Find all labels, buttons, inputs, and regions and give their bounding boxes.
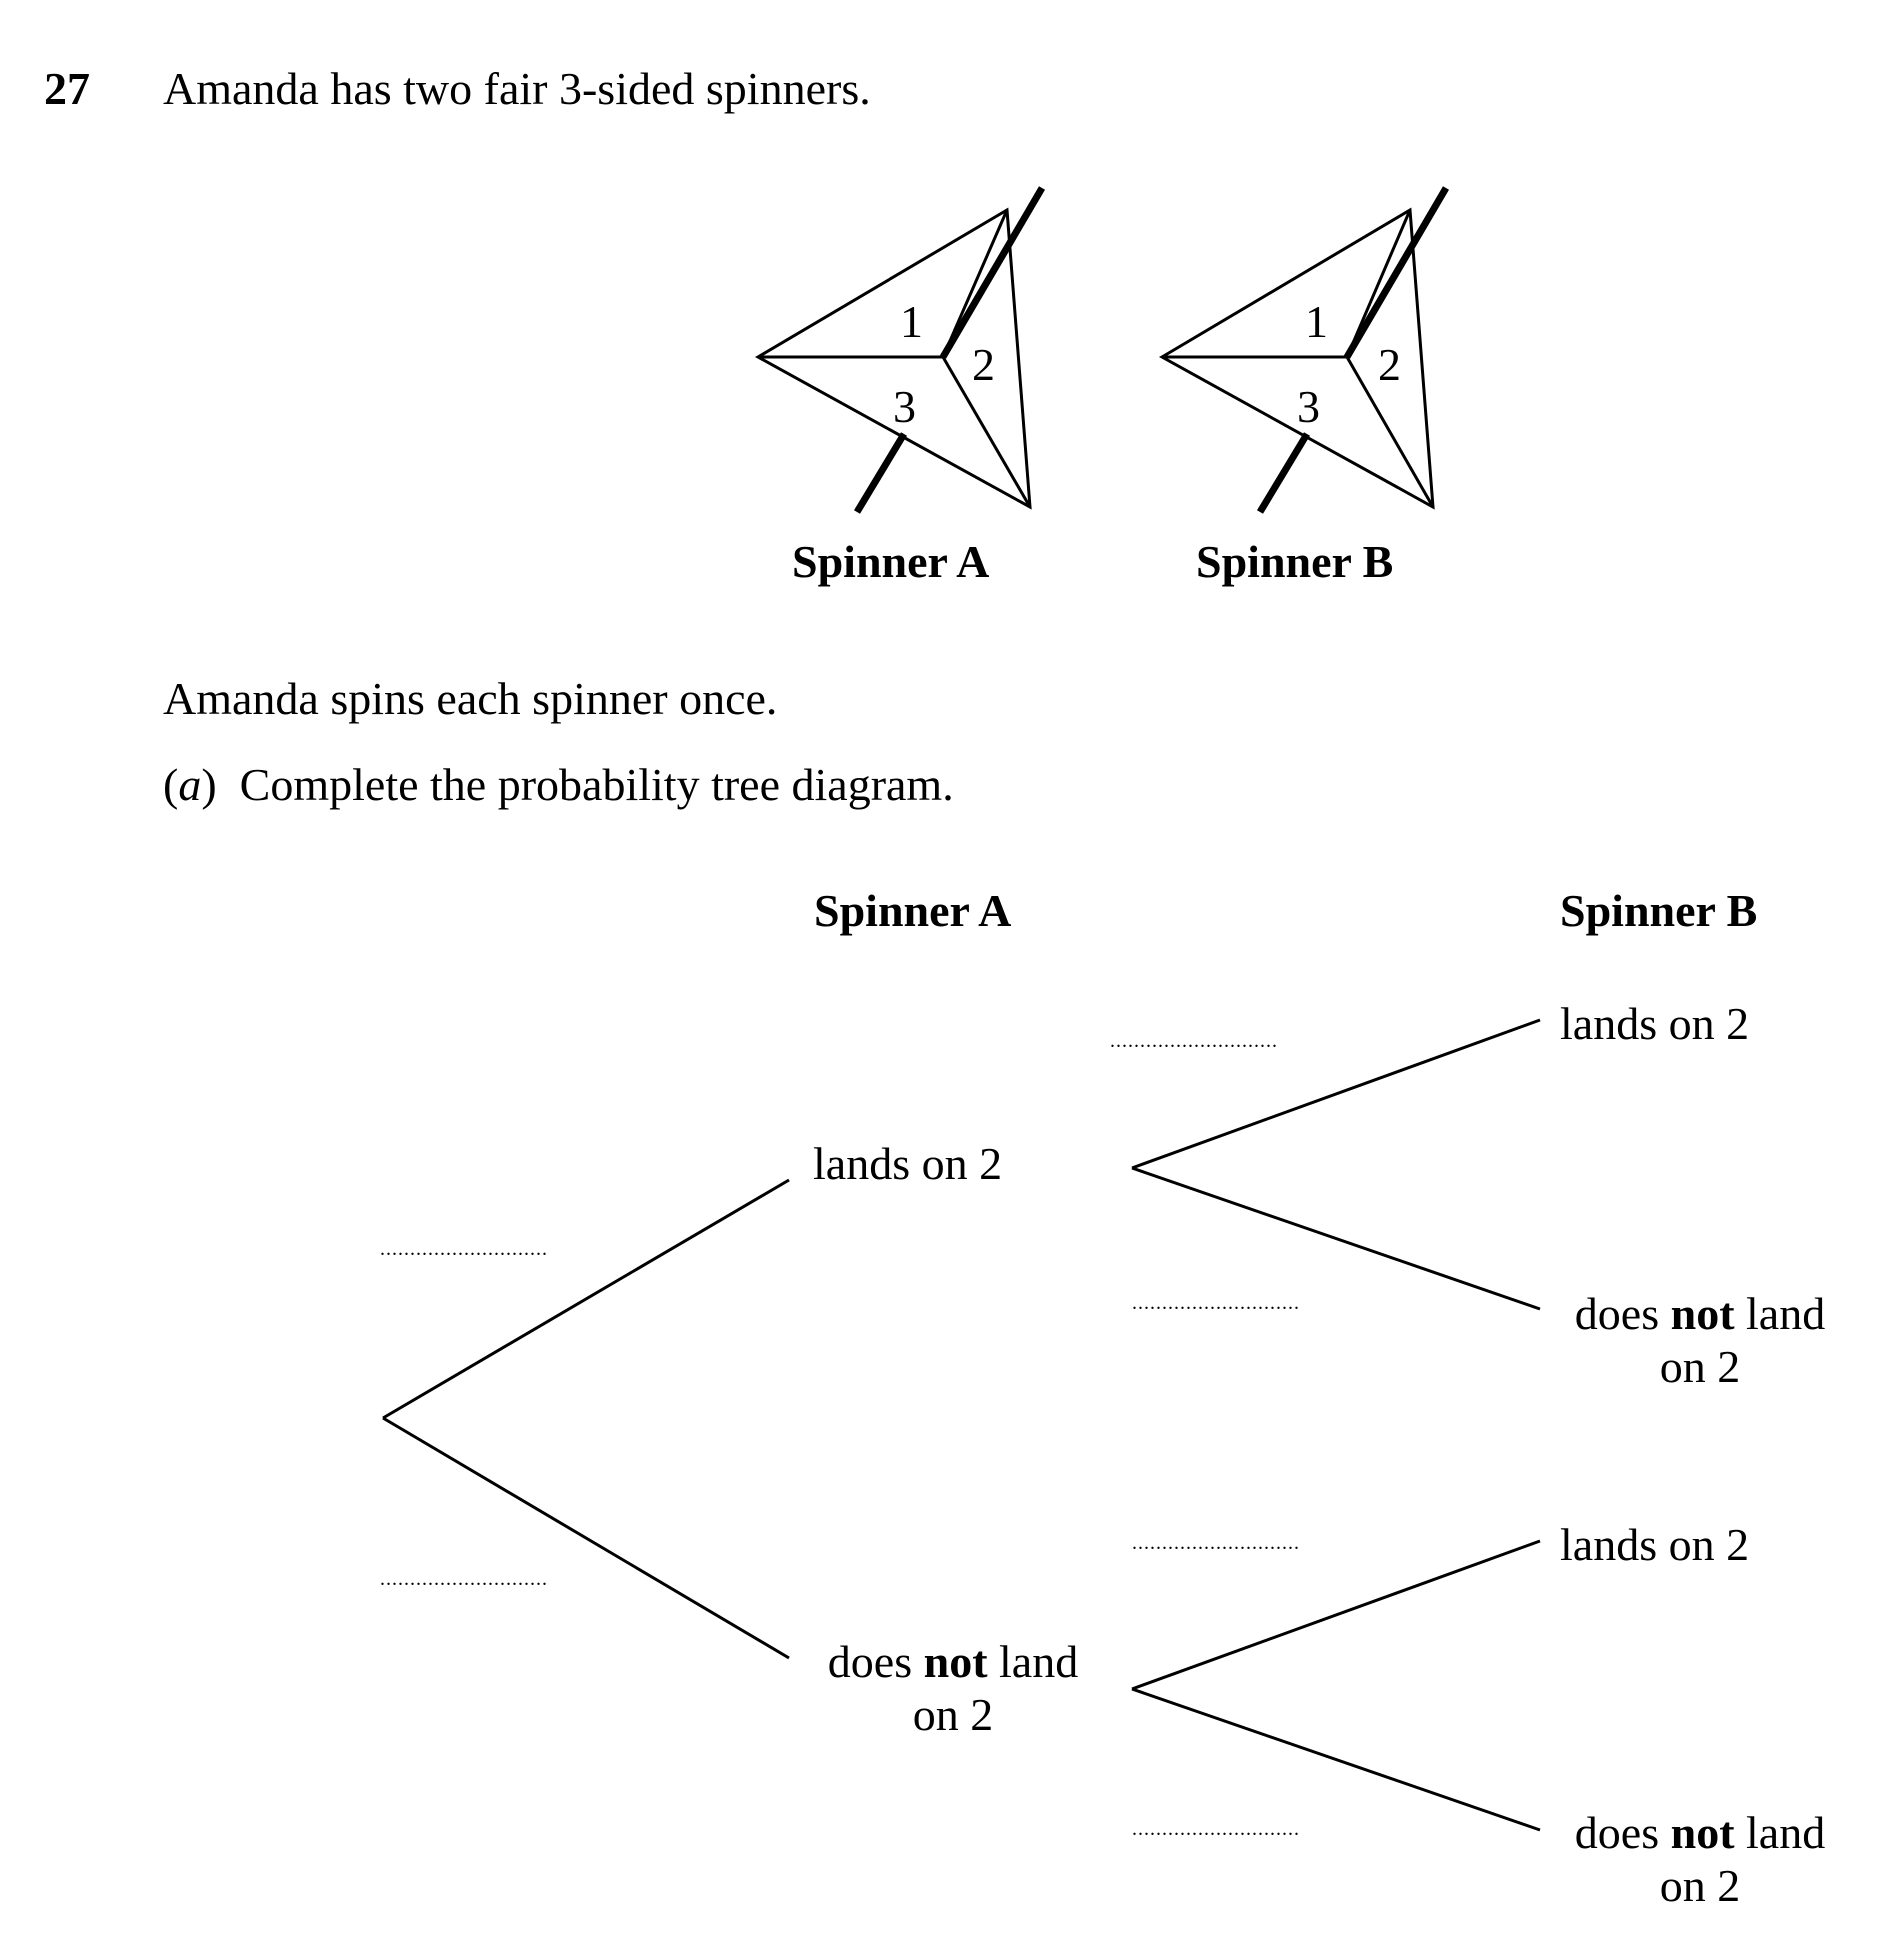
b-outcome-lands-2: lands on 2	[1560, 1519, 1750, 1570]
question-intro: Amanda has two fair 3-sided spinners.	[163, 63, 871, 114]
spinner-b-drawing	[1158, 186, 1450, 514]
tree-heading-spinner-a: Spinner A	[814, 885, 1012, 936]
b-outcome-lands-1: lands on 2	[1560, 998, 1750, 1049]
spinner-b-sector-2: 2	[1378, 339, 1401, 390]
branch-a-not-to-b-not	[1131, 1687, 1541, 1832]
branch-a-lands-to-b-lands	[1131, 1018, 1541, 1170]
spinner-a-sector-1: 1	[900, 296, 923, 347]
question-number: 27	[44, 63, 90, 114]
branch-root-to-a-not	[382, 1416, 790, 1660]
spinner-a-sector-3: 3	[893, 381, 916, 432]
b-outcome-not-1: does not land on 2	[1574, 1288, 1826, 1392]
a-outcome-lands: lands on 2	[813, 1138, 1003, 1189]
answer-blank-a-not[interactable]: ............................	[380, 1568, 548, 1590]
a-outcome-not: does not land on 2	[827, 1636, 1079, 1740]
spinner-a-sector-2: 2	[972, 339, 995, 390]
branch-a-lands-to-b-not	[1131, 1166, 1541, 1311]
part-a-text: Complete the probability tree diagram.	[239, 759, 954, 810]
answer-blank-b-not-2[interactable]: ............................	[1132, 1818, 1300, 1840]
spinner-b-sector-1: 1	[1305, 296, 1328, 347]
spinner-a-label: Spinner A	[792, 536, 990, 587]
tree-heading-spinner-b: Spinner B	[1560, 885, 1758, 936]
part-letter: a	[178, 759, 202, 810]
branch-a-not-to-b-lands	[1131, 1539, 1541, 1691]
answer-blank-b-not-1[interactable]: ............................	[1132, 1292, 1300, 1314]
b-outcome-not-2: does not land on 2	[1574, 1807, 1826, 1911]
spinner-b-sector-3: 3	[1297, 381, 1320, 432]
spinner-b-label: Spinner B	[1196, 536, 1394, 587]
answer-blank-b-lands-2[interactable]: ............................	[1132, 1532, 1300, 1554]
spinner-a-drawing	[754, 186, 1046, 514]
branch-root-to-a-lands	[382, 1178, 790, 1420]
tree-branches	[382, 1018, 1541, 1832]
answer-blank-a-lands[interactable]: ............................	[380, 1238, 548, 1260]
part-a-instruction: (a) Complete the probability tree diagra…	[163, 759, 954, 810]
answer-blank-b-lands-1[interactable]: ............................	[1110, 1030, 1278, 1052]
spin-instruction: Amanda spins each spinner once.	[163, 673, 778, 724]
